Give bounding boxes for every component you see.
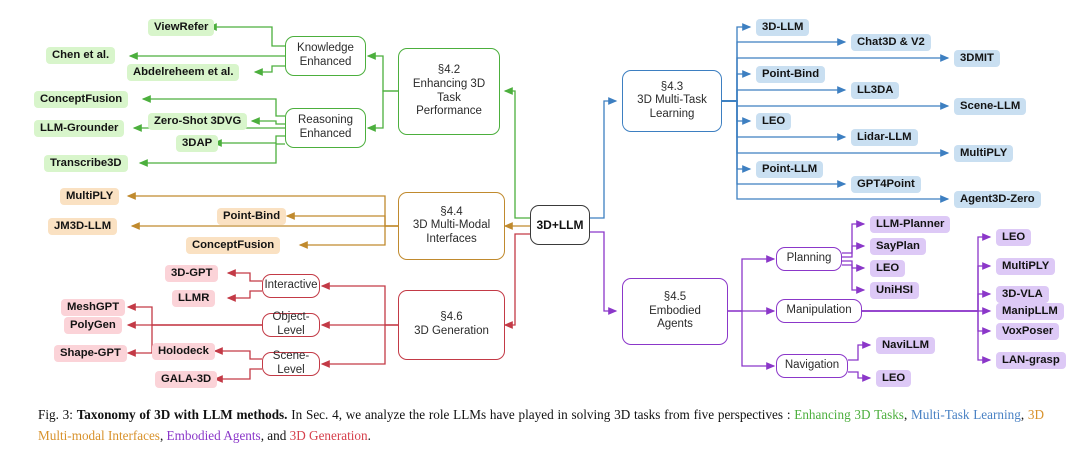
leaf-node-transcribe3d[interactable]: Transcribe3D	[44, 155, 128, 172]
section-multimodal-line1: §4.4	[440, 205, 463, 218]
leaf-node-holodeck[interactable]: Holodeck	[152, 343, 215, 360]
caption-body-1: In Sec. 4, we analyze the role LLMs have…	[287, 407, 795, 422]
leaf-node-llm-grounder[interactable]: LLM-Grounder	[34, 120, 125, 137]
section-multitask-line1: §4.3	[660, 80, 684, 93]
leaf-node-jm3d-llm[interactable]: JM3D-LLM	[48, 218, 118, 235]
caption-highlight-enhancing: Enhancing 3D Tasks	[794, 407, 904, 422]
leaf-node-leo-manipulation[interactable]: LEO	[996, 229, 1032, 246]
leaf-node-point-bind-blue[interactable]: Point-Bind	[756, 66, 826, 83]
leaf-node-3dmit[interactable]: 3DMIT	[954, 50, 1000, 67]
leaf-node-abdelreheem-et-al[interactable]: Abdelreheem et al.	[127, 64, 240, 81]
leaf-node-agent3d-zero[interactable]: Agent3D-Zero	[954, 191, 1041, 208]
leaf-node-chat3d-v2[interactable]: Chat3D & V2	[851, 34, 931, 51]
section-enhancing-line3: Task	[437, 91, 461, 104]
leaf-node-3dap[interactable]: 3DAP	[176, 135, 219, 152]
leaf-node-chen-et-al[interactable]: Chen et al.	[46, 47, 116, 64]
leaf-node-zero-shot-3dvg[interactable]: Zero-Shot 3DVG	[148, 113, 248, 130]
branch-node-planning[interactable]: Planning	[776, 247, 842, 271]
branch-node-object-level[interactable]: Object-Level	[262, 311, 320, 337]
leaf-node-polygen[interactable]: PolyGen	[64, 317, 122, 334]
branch-node-scene-level[interactable]: Scene-Level	[262, 350, 320, 376]
leaf-node-multiply-orange[interactable]: MultiPLY	[60, 188, 120, 205]
figure-caption: Fig. 3: Taxonomy of 3D with LLM methods.…	[38, 404, 1044, 447]
section-multitask-line2: 3D Multi-Task	[637, 94, 707, 107]
section-node-embodied-agents[interactable]: §4.5 Embodied Agents	[622, 278, 728, 345]
branch-node-navigation[interactable]: Navigation	[776, 354, 848, 378]
leaf-node-gpt4point[interactable]: GPT4Point	[851, 176, 921, 193]
figure-label: Fig. 3:	[38, 407, 73, 422]
branch-node-reasoning-enhanced[interactable]: Reasoning Enhanced	[285, 108, 366, 148]
section-node-3d-multi-modal-interfaces[interactable]: §4.4 3D Multi-Modal Interfaces	[398, 192, 505, 260]
section-generation-line1: §4.6	[440, 311, 463, 324]
leaf-node-unihsi[interactable]: UniHSI	[870, 282, 920, 299]
leaf-node-voxposer[interactable]: VoxPoser	[996, 323, 1060, 340]
taxonomy-diagram: 3D+LLM §4.2 Enhancing 3D Task Performanc…	[34, 19, 1066, 388]
branch-knowledge-enhanced-line1: Knowledge	[297, 42, 354, 55]
leaf-node-meshgpt[interactable]: MeshGPT	[61, 299, 126, 316]
branch-reasoning-enhanced-line2: Enhanced	[299, 128, 352, 140]
leaf-node-shape-gpt[interactable]: Shape-GPT	[54, 345, 127, 362]
caption-sep-1: ,	[903, 407, 912, 422]
leaf-node-viewrefer[interactable]: ViewRefer	[148, 19, 215, 36]
branch-knowledge-enhanced-line2: Enhanced	[299, 56, 352, 68]
leaf-node-conceptfusion-orange[interactable]: ConceptFusion	[186, 237, 281, 254]
caption-highlight-multitask: Multi-Task Learning	[911, 407, 1021, 422]
root-node-label: 3D+LLM	[536, 217, 584, 232]
caption-highlight-generation: 3D Generation	[289, 428, 368, 444]
section-embodied-line2: Embodied	[649, 304, 701, 317]
leaf-node-ll3da[interactable]: LL3DA	[851, 82, 900, 99]
leaf-node-leo-navigation[interactable]: LEO	[876, 370, 912, 387]
leaf-node-lan-grasp[interactable]: LAN-grasp	[996, 352, 1066, 369]
figure-title: Taxonomy of 3D with LLM methods.	[76, 407, 288, 422]
section-node-3d-multi-task-learning[interactable]: §4.3 3D Multi-Task Learning	[622, 70, 722, 132]
section-multimodal-line2: 3D Multi-Modal	[412, 219, 491, 232]
leaf-node-sayplan[interactable]: SayPlan	[870, 238, 926, 255]
caption-highlight-embodied: Embodied Agents	[166, 428, 261, 444]
section-multimodal-line3: Interfaces	[426, 232, 477, 245]
section-node-3d-generation[interactable]: §4.6 3D Generation	[398, 290, 505, 360]
leaf-node-gala-3d[interactable]: GALA-3D	[155, 371, 218, 388]
leaf-node-3d-gpt[interactable]: 3D-GPT	[165, 265, 219, 282]
section-enhancing-line2: Enhancing 3D	[412, 77, 486, 90]
leaf-node-llmr[interactable]: LLMR	[172, 290, 216, 307]
leaf-node-3d-llm[interactable]: 3D-LLM	[756, 19, 810, 36]
leaf-node-point-llm[interactable]: Point-LLM	[756, 161, 824, 178]
leaf-node-leo-planning[interactable]: LEO	[870, 260, 906, 277]
leaf-node-lidar-llm[interactable]: Lidar-LLM	[851, 129, 918, 146]
caption-sep-3: ,	[159, 428, 167, 444]
section-node-enhancing-3d-task-performance[interactable]: §4.2 Enhancing 3D Task Performance	[398, 48, 500, 135]
leaf-node-multiply-blue[interactable]: MultiPLY	[954, 145, 1014, 162]
leaf-node-point-bind-orange[interactable]: Point-Bind	[217, 208, 287, 225]
leaf-node-3d-vla[interactable]: 3D-VLA	[996, 286, 1049, 303]
section-enhancing-line4: Performance	[416, 105, 482, 118]
section-multitask-line3: Learning	[649, 107, 695, 120]
leaf-node-conceptfusion-green[interactable]: ConceptFusion	[34, 91, 129, 108]
leaf-node-manipllm[interactable]: ManipLLM	[996, 303, 1064, 320]
branch-node-knowledge-enhanced[interactable]: Knowledge Enhanced	[285, 36, 366, 76]
branch-reasoning-enhanced-line1: Reasoning	[298, 114, 353, 127]
leaf-node-leo-blue[interactable]: LEO	[756, 113, 792, 130]
branch-node-manipulation[interactable]: Manipulation	[776, 299, 862, 323]
section-embodied-line3: Agents	[657, 318, 693, 331]
leaf-node-multiply-purple[interactable]: MultiPLY	[996, 258, 1056, 275]
branch-node-interactive[interactable]: Interactive	[262, 274, 320, 298]
leaf-node-llm-planner[interactable]: LLM-Planner	[870, 216, 951, 233]
leaf-node-navillm[interactable]: NaviLLM	[876, 337, 936, 354]
section-enhancing-line1: §4.2	[437, 64, 461, 77]
caption-sep-5: .	[367, 428, 371, 444]
leaf-node-scene-llm[interactable]: Scene-LLM	[954, 98, 1027, 115]
caption-sep-2: ,	[1020, 407, 1028, 422]
section-generation-line2: 3D Generation	[414, 325, 489, 337]
caption-highlight-multimodal: 3D Multi-modal Interfaces	[38, 407, 1045, 444]
caption-sep-4: , and	[260, 428, 290, 444]
root-node-3d-llm[interactable]: 3D+LLM	[530, 205, 590, 245]
section-embodied-line1: §4.5	[663, 291, 687, 304]
